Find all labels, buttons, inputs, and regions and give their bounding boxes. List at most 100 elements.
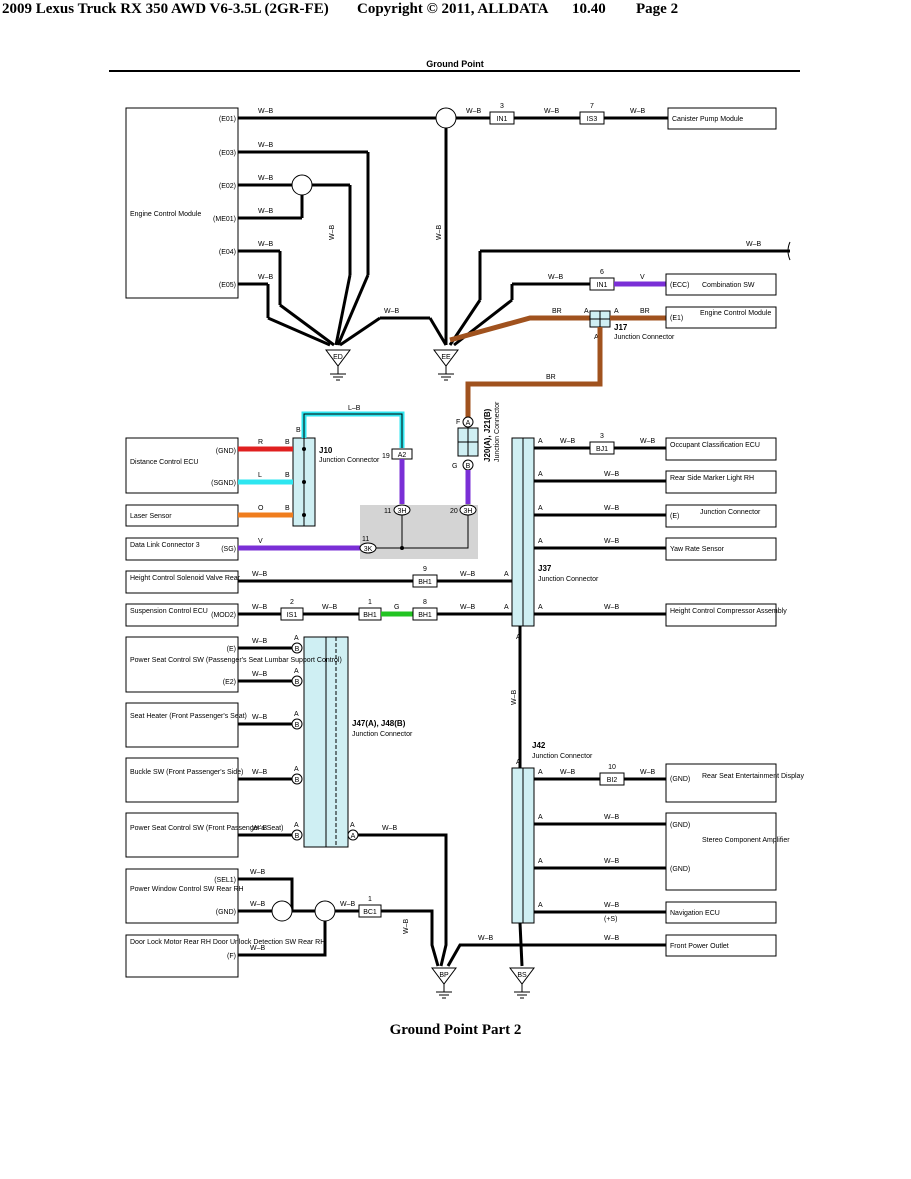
svg-text:A: A (538, 858, 543, 865)
caption: Ground Point Part 2 (389, 1022, 522, 1038)
svg-text:A: A (594, 334, 599, 341)
pin-e04: (E04) (219, 249, 236, 256)
wire-label: W–B (604, 858, 620, 865)
header-copyright: Copyright © 2011, ALLDATA (357, 1, 549, 17)
wire-label: G (394, 604, 399, 611)
wire-label: W–B (384, 308, 400, 315)
svg-text:(E2): (E2) (223, 679, 236, 686)
svg-text:(ECC): (ECC) (670, 282, 689, 289)
wire-label: W–B (250, 945, 266, 952)
gray-area (360, 505, 478, 559)
svg-text:(SEL1): (SEL1) (214, 877, 236, 884)
svg-text:Rear Seat Entertainment Displa: Rear Seat Entertainment Display (702, 773, 804, 780)
wire-label: W–B (548, 274, 564, 281)
svg-text:A: A (614, 308, 619, 315)
pin-me01: (ME01) (213, 216, 236, 223)
wire-label: W–B (604, 471, 620, 478)
svg-text:3H: 3H (398, 508, 407, 515)
svg-text:11: 11 (362, 536, 369, 543)
svg-text:A: A (294, 635, 299, 642)
buckle-sw-box (125, 757, 239, 803)
svg-text:(GND): (GND) (670, 822, 690, 829)
svg-text:Laser Sensor: Laser Sensor (130, 513, 172, 520)
svg-text:Stereo Component Amplifier: Stereo Component Amplifier (702, 837, 790, 844)
svg-text:Height Control Compressor Asse: Height Control Compressor Assembly (670, 608, 787, 615)
svg-text:7: 7 (590, 103, 594, 110)
wire-label: W–B (329, 225, 336, 241)
wire-label: W–B (630, 108, 646, 115)
svg-text:Height Control Solenoid Valve: Height Control Solenoid Valve Rear (130, 575, 241, 582)
wire-label: W–B (322, 604, 338, 611)
ecm-left-label: Engine Control Module (130, 211, 201, 218)
wire-label: W–B (250, 869, 266, 876)
diagram-title: Ground Point (426, 59, 484, 69)
wire-label: W–B (250, 901, 266, 908)
svg-text:A: A (294, 766, 299, 773)
svg-text:J10: J10 (319, 446, 333, 455)
svg-text:Junction Connector: Junction Connector (494, 401, 501, 462)
svg-text:(GND): (GND) (216, 448, 236, 455)
wire-label: W–B (604, 902, 620, 909)
wire-label: W–B (560, 438, 576, 445)
header-vehicle: 2009 Lexus Truck RX 350 AWD V6-3.5L (2GR… (2, 1, 329, 17)
svg-text:(E): (E) (227, 646, 236, 653)
pwr-window-box (125, 868, 239, 924)
splice-pw (271, 900, 293, 922)
svg-text:Seat Heater (Front Passenger's: Seat Heater (Front Passenger's Seat) (130, 713, 247, 720)
svg-text:A: A (294, 711, 299, 718)
svg-text:A: A (504, 604, 509, 611)
wire-label: V (640, 274, 645, 281)
wire-label: W–B (604, 604, 620, 611)
wire-label: W–B (252, 825, 268, 832)
svg-text:J20(A), J21(B): J20(A), J21(B) (483, 408, 492, 462)
svg-text:BI2: BI2 (607, 777, 618, 784)
wire-label: L (258, 472, 262, 479)
ground-bp: BP (431, 967, 457, 999)
wire-label: V (258, 538, 263, 545)
svg-text:(GND): (GND) (670, 866, 690, 873)
svg-text:BH1: BH1 (418, 612, 432, 619)
wire-label: W–B (746, 241, 762, 248)
svg-text:IN1: IN1 (497, 116, 508, 123)
svg-text:Occupant Classification ECU: Occupant Classification ECU (670, 442, 760, 449)
header-version: 10.40 (572, 1, 606, 17)
wire-label: W–B (340, 901, 356, 908)
svg-text:Navigation ECU: Navigation ECU (670, 910, 720, 917)
svg-text:11: 11 (384, 508, 391, 515)
svg-text:A: A (538, 438, 543, 445)
splice-ed (291, 174, 313, 196)
svg-text:Junction Connector: Junction Connector (352, 731, 413, 738)
wire-label: W–B (604, 935, 620, 942)
pin-e02: (E02) (219, 183, 236, 190)
svg-text:BH1: BH1 (363, 612, 377, 619)
wire-label: W–B (436, 225, 443, 241)
svg-text:IS3: IS3 (587, 116, 598, 123)
combination-sw-box (665, 273, 777, 296)
wire-label: W–B (258, 274, 274, 281)
svg-text:Data Link Connector 3: Data Link Connector 3 (130, 542, 200, 549)
distance-ecu-box (125, 437, 239, 494)
svg-text:B: B (295, 679, 300, 686)
wire-label: BR (640, 308, 650, 315)
svg-text:J47(A), J48(B): J47(A), J48(B) (352, 719, 406, 728)
svg-text:Rear Side Marker Light RH: Rear Side Marker Light RH (670, 475, 754, 482)
wire-label: W–B (560, 769, 576, 776)
wire-label: W–B (460, 571, 476, 578)
svg-text:1: 1 (368, 599, 372, 606)
pwr-seat-front-box (125, 812, 239, 858)
svg-text:J42: J42 (532, 741, 546, 750)
svg-text:B: B (285, 472, 290, 479)
svg-text:Junction Connector: Junction Connector (614, 334, 675, 341)
svg-text:B: B (295, 646, 300, 653)
wire-label: R (258, 439, 263, 446)
wire-label: W–B (478, 935, 494, 942)
svg-text:A: A (351, 833, 356, 840)
svg-text:(F): (F) (227, 953, 236, 960)
page-header: 2009 Lexus Truck RX 350 AWD V6-3.5L (2GR… (0, 0, 911, 20)
svg-text:A: A (466, 420, 471, 427)
svg-text:B: B (295, 722, 300, 729)
svg-text:A2: A2 (398, 452, 407, 459)
svg-text:J37: J37 (538, 564, 552, 573)
svg-text:Door Lock Motor Rear RH Door U: Door Lock Motor Rear RH Door Unlock Dete… (130, 939, 325, 946)
svg-text:B: B (285, 505, 290, 512)
